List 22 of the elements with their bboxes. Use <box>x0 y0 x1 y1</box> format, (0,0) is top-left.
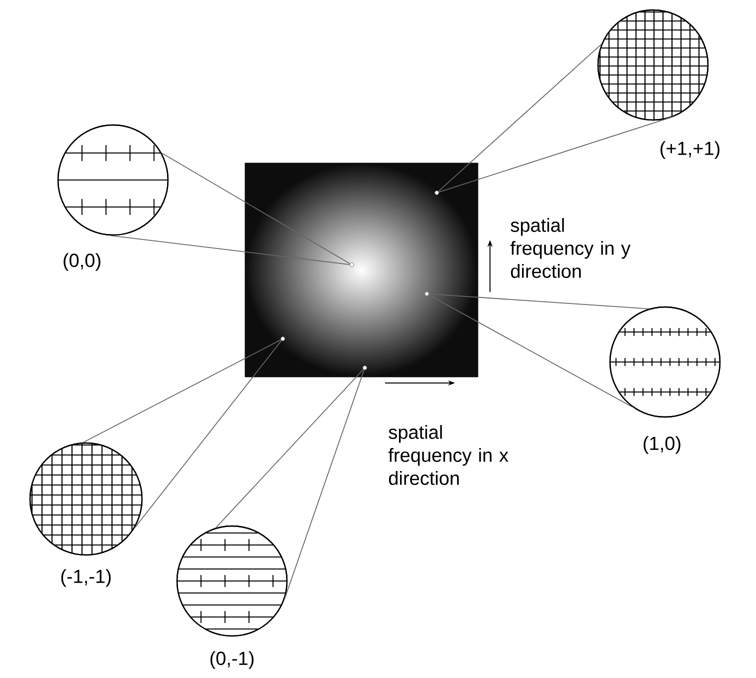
spectrum-image <box>244 162 478 378</box>
leader-line <box>215 369 365 598</box>
axis-caption: spatial frequency in y direction <box>510 218 631 278</box>
coordinate-label: (-1,-1) <box>61 569 111 587</box>
spectrum-spot <box>424 292 430 296</box>
coordinate-label: (+1,+1) <box>660 141 720 159</box>
leader-line <box>438 44 676 193</box>
leader-line <box>82 339 282 529</box>
coordinate-label: (0,-1) <box>210 651 254 669</box>
leader-line <box>110 152 350 265</box>
coordinate-label: (1,0) <box>644 436 680 454</box>
spectrum-spot <box>434 190 440 196</box>
spectrum-spot <box>350 262 354 268</box>
grating-circle <box>29 442 143 556</box>
grating-circle <box>176 525 288 637</box>
axis-caption: spatial frequency in x direction <box>388 425 508 485</box>
grating-circle <box>609 306 721 418</box>
grating-circle <box>597 9 709 121</box>
spectrum-spot <box>280 336 286 342</box>
coordinate-label: (0,0) <box>64 253 100 271</box>
spectrum-spot <box>362 366 368 370</box>
grating-circle <box>57 124 169 236</box>
